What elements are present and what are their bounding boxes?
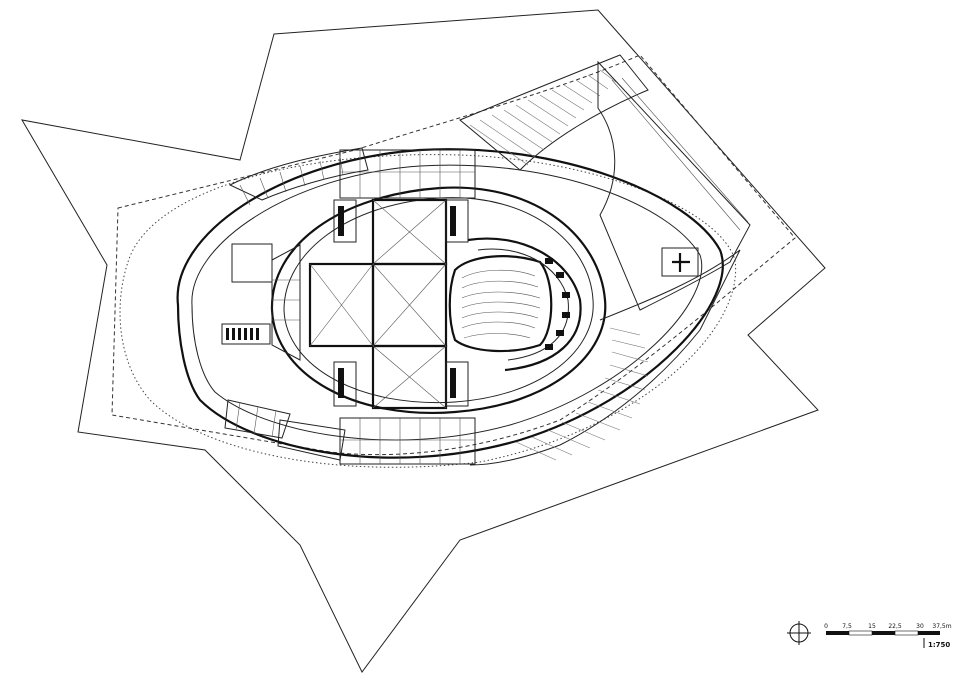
south-service-grid (340, 418, 475, 464)
se-terrace-hatching (469, 249, 741, 466)
west-wing-rooms (221, 243, 301, 361)
scale-tick-5: 37,5m (932, 623, 951, 630)
inner-hall-ring (270, 186, 607, 414)
south-service-block (339, 417, 476, 465)
scale-tick-2: 15 (868, 623, 876, 630)
north-service-grid (340, 150, 475, 198)
scale-bar: 0 7,5 15 22,5 30 37,5m 1:750 (824, 623, 952, 649)
auditorium (448, 237, 582, 372)
dashed-envelope (111, 54, 796, 456)
north-arrow-icon (787, 621, 811, 645)
core-blocks (333, 199, 469, 407)
ne-terrace-hatching (459, 54, 649, 171)
inner-hall-ring-inner (283, 197, 594, 404)
scale-tick-1: 7,5 (842, 623, 852, 630)
scale-ratio: 1:750 (928, 641, 950, 649)
scale-tick-3: 22,5 (888, 623, 902, 630)
sw-terrace (224, 399, 346, 461)
dotted-outer-ring (119, 154, 737, 468)
scale-tick-4: 30 (916, 623, 924, 630)
east-plaza (597, 60, 751, 311)
scale-tick-0: 0 (824, 623, 828, 630)
site-boundary (21, 9, 826, 673)
nw-terrace (228, 147, 369, 206)
north-service-block (339, 149, 476, 199)
building-inner-shell (191, 164, 703, 441)
